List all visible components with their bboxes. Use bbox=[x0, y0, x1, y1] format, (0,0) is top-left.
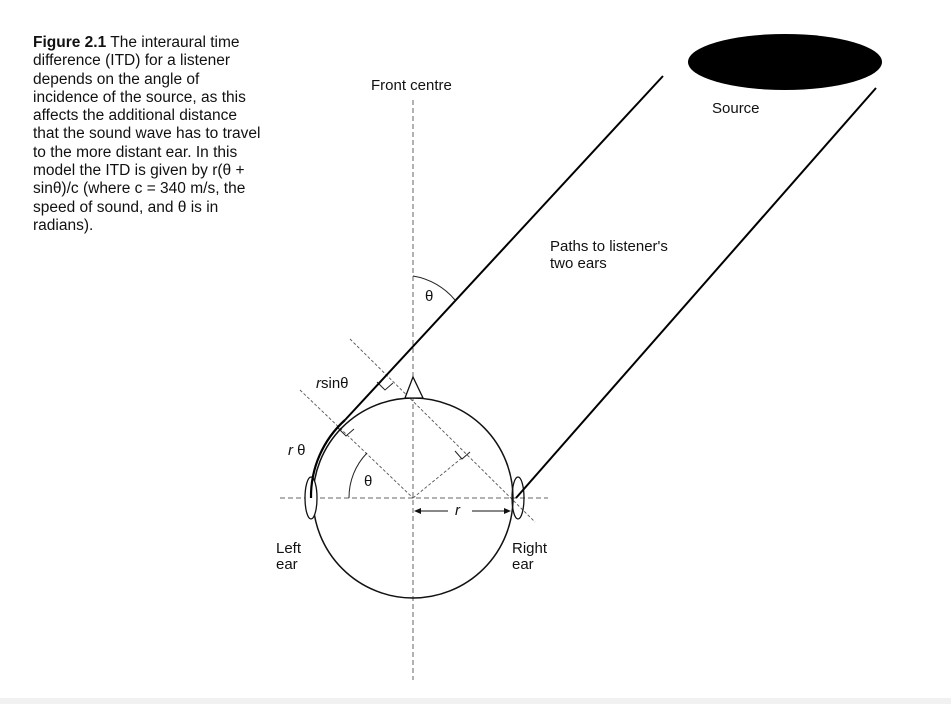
theta-top-label: θ bbox=[425, 288, 433, 305]
paths-label-2: two ears bbox=[550, 255, 607, 272]
perpendicular-guide-ear bbox=[349, 338, 536, 523]
radius-label: r bbox=[455, 502, 461, 519]
nose bbox=[404, 375, 425, 399]
left-ear-label-1: Left bbox=[276, 540, 302, 557]
r-sin-theta-label: rsinθ bbox=[316, 375, 349, 392]
left-ear-label-2: ear bbox=[276, 556, 298, 573]
right-ear-label-2: ear bbox=[512, 556, 534, 573]
figure-label: Figure 2.1 bbox=[33, 34, 107, 51]
figure-caption: Figure 2.1 The interaural time differenc… bbox=[33, 34, 263, 235]
caption-text: The interaural time difference (ITD) for… bbox=[33, 34, 261, 234]
front-centre-label: Front centre bbox=[371, 77, 452, 94]
path-to-left-ear bbox=[344, 75, 664, 421]
path-to-right-ear bbox=[515, 87, 877, 499]
sin-theta: sinθ bbox=[321, 375, 349, 392]
page-bottom-bar bbox=[0, 698, 951, 704]
paths-label-1: Paths to listener's bbox=[550, 238, 668, 255]
arrowhead bbox=[414, 508, 421, 514]
theta-arc-top bbox=[412, 275, 456, 301]
right-ear bbox=[511, 476, 525, 520]
arc-path-r-theta bbox=[309, 419, 346, 499]
source-ellipse bbox=[688, 34, 882, 90]
source-label: Source bbox=[712, 100, 760, 117]
right-angle-marker bbox=[376, 381, 394, 391]
perpendicular-guide-center bbox=[299, 389, 414, 499]
r-symbol: r bbox=[316, 375, 322, 392]
right-ear-label-1: Right bbox=[512, 540, 548, 557]
r-symbol: r bbox=[288, 442, 294, 459]
theta-center-label: θ bbox=[364, 473, 372, 490]
right-angle-marker bbox=[337, 427, 355, 437]
radius-to-guide bbox=[412, 456, 464, 499]
arrowhead bbox=[504, 508, 511, 514]
r-theta-label: r θ bbox=[288, 442, 306, 459]
theta-arc-center bbox=[348, 452, 368, 499]
theta-symbol: θ bbox=[293, 442, 306, 459]
right-angle-marker bbox=[454, 450, 471, 460]
